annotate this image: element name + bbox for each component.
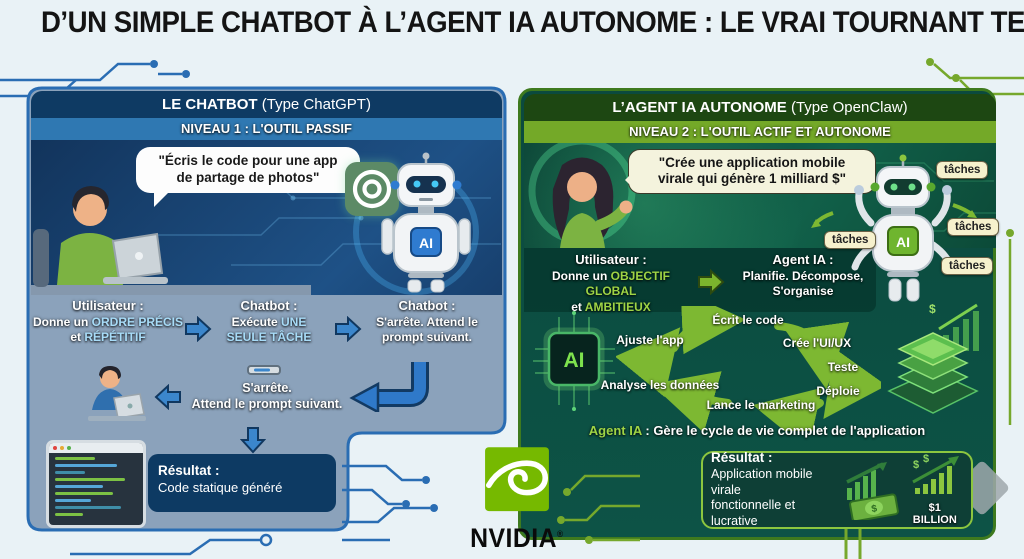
svg-text:$: $ xyxy=(923,454,929,465)
task-arrow xyxy=(811,211,834,228)
page-title: D’UN SIMPLE CHATBOT À L’AGENT IA AUTONOM… xyxy=(40,6,1024,39)
arrow-right-icon xyxy=(335,316,362,342)
svg-text:$: $ xyxy=(929,302,936,316)
flow-step-chatbot-stop: Chatbot : S'arrête. Attend le prompt sui… xyxy=(376,298,478,345)
arrow-right-icon xyxy=(185,316,212,342)
cycle-step: Lance le marketing xyxy=(706,398,816,413)
window-controls xyxy=(49,443,143,453)
circuit-decoration-bottom-right xyxy=(844,528,862,559)
user-laptop-icon xyxy=(88,366,146,421)
agent-robot-illustration: AI xyxy=(851,154,955,302)
chip-ai-badge: AI xyxy=(564,349,585,372)
nvidia-eye-icon xyxy=(485,447,549,512)
chatgpt-icon xyxy=(345,162,399,216)
circuit-decoration-top-left xyxy=(0,60,190,98)
task-tag: tâches xyxy=(947,218,1000,236)
closed-laptop-icon xyxy=(247,365,281,375)
cycle-step: Écrit le code xyxy=(712,313,784,328)
task-tag: tâches xyxy=(824,231,877,249)
result-text: Code statique généré xyxy=(158,479,283,495)
result-title: Résultat : xyxy=(158,463,220,478)
result-line: fonctionnelle et lucrative xyxy=(711,498,796,529)
user-illustration xyxy=(33,186,168,287)
flow-step-chatbot-exec: Chatbot : Exécute UNE SEULE TÂCHE xyxy=(226,298,312,345)
agent-result-box: Résultat : Application mobile virale fon… xyxy=(701,450,973,529)
cycle-step: Crée l'UI/UX xyxy=(782,336,852,351)
circuit-decoration-right-edge xyxy=(1006,229,1014,425)
robot-ai-badge: AI xyxy=(419,235,433,251)
lifecycle-caption: Agent IA : Gère le cycle de vie complet … xyxy=(588,423,926,438)
circuit-decoration-mid-left xyxy=(342,464,438,542)
growth-chart-icon: $ $ xyxy=(912,453,959,494)
nvidia-logo: NVIDIA® xyxy=(448,446,586,554)
loop-return-arrow xyxy=(349,362,429,412)
flow-step-agent-plan: Agent IA : Planifie. Décompose, S'organi… xyxy=(742,252,864,299)
arrow-down-icon xyxy=(240,427,266,454)
cycle-step: Déploie xyxy=(816,384,860,399)
agent-scene: "Crée une application mobile virale qui … xyxy=(524,143,996,248)
agent-level-label: NIVEAU 2 : L'OUTIL ACTIF ET AUTONOME xyxy=(524,121,996,143)
desk xyxy=(31,285,311,295)
money-growth-icon: $ xyxy=(846,462,900,520)
arrow-right-icon xyxy=(698,269,725,295)
billion-chart: $ $ $1 BILLION xyxy=(907,453,964,526)
result-title: Résultat : xyxy=(711,450,773,466)
chatbot-title-type: (Type ChatGPT) xyxy=(257,96,371,113)
chatbot-panel: LE CHATBOT (Type ChatGPT) NIVEAU 1 : L'O… xyxy=(26,86,507,533)
agent-title-bold: L’AGENT IA AUTONOME xyxy=(612,99,787,116)
flow-step-user-goal: Utilisateur : Donne un OBJECTIF GLOBAL e… xyxy=(551,252,670,315)
billion-badge: $1 BILLION xyxy=(912,502,957,526)
chatbot-level-label: NIVEAU 1 : L'OUTIL PASSIF xyxy=(31,118,502,140)
cycle-step: Analyse les données xyxy=(600,378,720,393)
agent-panel: L’AGENT IA AUTONOME (Type OpenClaw) NIVE… xyxy=(518,88,1000,540)
nvidia-wordmark: NVIDIA® xyxy=(470,523,564,553)
user-illustration-woman xyxy=(552,157,633,248)
ai-chip-illustration: AI xyxy=(533,311,615,411)
chatbot-title-bold: LE CHATBOT xyxy=(162,96,258,113)
wait-note: S'arrête. Attend le prompt suivant. xyxy=(191,381,343,412)
chatbot-panel-title: LE CHATBOT (Type ChatGPT) xyxy=(31,91,502,118)
chatbot-speech-bubble: "Écris le code pour une app de partage d… xyxy=(136,147,360,207)
circuit-decoration-mid-right xyxy=(557,474,640,544)
svg-text:$: $ xyxy=(913,459,919,471)
robot-ai-badge: AI xyxy=(896,234,910,250)
agent-panel-title: L’AGENT IA AUTONOME (Type OpenClaw) xyxy=(524,94,996,121)
task-tag: tâches xyxy=(936,161,989,179)
task-arrow xyxy=(952,203,977,218)
cycle-step: Teste xyxy=(827,360,859,375)
svg-text:$: $ xyxy=(871,503,879,515)
task-tag: tâches xyxy=(941,257,994,275)
result-line: Application mobile virale xyxy=(711,467,813,497)
arrow-left-icon xyxy=(154,384,181,410)
chatbot-robot-illustration: AI xyxy=(381,152,471,293)
circuit-decoration-bottom-left xyxy=(70,533,273,556)
server-stack-illustration: $ xyxy=(887,302,979,414)
cycle-step: Ajuste l'app xyxy=(616,333,684,348)
chatbot-scene: "Écris le code pour une app de partage d… xyxy=(31,140,502,295)
flow-step-user: Utilisateur : Donne un ORDRE PRÉCIS et R… xyxy=(32,298,184,345)
lifecycle-arrows xyxy=(616,306,881,431)
chatbot-result-box: Résultat : Code statique généré xyxy=(148,454,336,512)
agent-title-type: (Type OpenClaw) xyxy=(786,99,908,116)
agent-speech-bubble: "Crée une application mobile virale qui … xyxy=(625,149,876,194)
code-editor-window xyxy=(46,440,146,528)
